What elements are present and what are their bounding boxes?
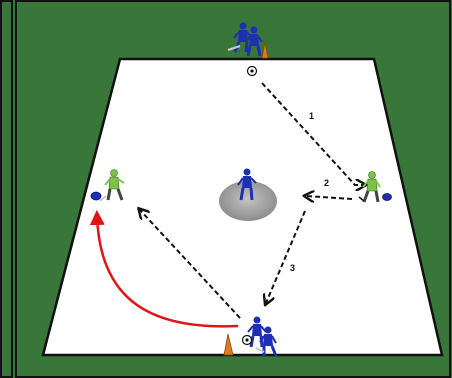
center-zone (219, 181, 277, 221)
step-label-3: 3 (290, 263, 295, 273)
motion-lines (255, 347, 265, 353)
player-icon (362, 171, 381, 203)
player-icon (245, 26, 263, 57)
cone-icon (261, 41, 269, 59)
pass-arrow-3 (266, 210, 306, 303)
bottom-player-group (223, 316, 278, 357)
pass-arrow-1 (261, 82, 364, 185)
player-icon (104, 169, 125, 201)
motion-lines (99, 195, 107, 202)
soccer-ball-icon (241, 334, 253, 346)
right-player-group (358, 171, 392, 203)
center-player (237, 168, 257, 201)
marker-disc (382, 193, 392, 201)
marker-disc (90, 191, 102, 201)
cone-icon (223, 333, 234, 356)
step-label-1: 1 (309, 111, 314, 121)
player-icon (247, 316, 267, 348)
player-icon (237, 168, 257, 201)
pass-line-end (358, 196, 365, 202)
run-arrow (89, 210, 239, 328)
soccer-ball-icon (246, 65, 258, 77)
pass-arrow-4 (140, 210, 241, 319)
right-panel-border (15, 0, 451, 378)
motion-lines (227, 45, 241, 51)
left-panel-border (0, 0, 13, 378)
step-label-2: 2 (324, 178, 329, 188)
top-player-group (227, 22, 269, 77)
left-player-group (90, 169, 125, 202)
